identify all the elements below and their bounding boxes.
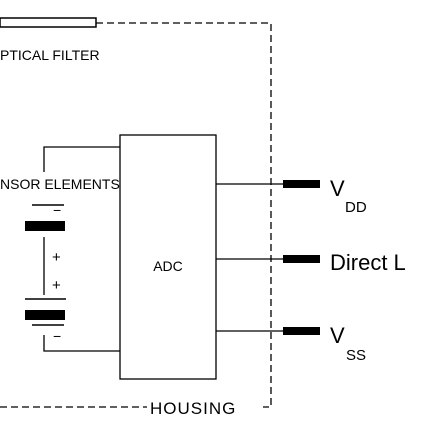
adc-label: ADC — [153, 258, 183, 274]
sensor-minus-label: − — [53, 202, 61, 218]
direct-pin — [283, 255, 320, 263]
sensor-plus-label: + — [52, 277, 61, 294]
vdd-label-main: V — [330, 176, 345, 201]
sensor-plate-filled — [25, 221, 65, 231]
direct-label: Direct L — [330, 250, 406, 275]
vss-label-sub: SS — [346, 347, 366, 364]
sensor-minus-label: − — [53, 328, 61, 344]
optical-filter-bar — [0, 17, 97, 28]
vdd-pin — [283, 180, 320, 188]
sensor-wire-top — [43, 146, 120, 172]
adc-block — [119, 134, 217, 380]
sensor-wire-bottom — [43, 335, 120, 352]
housing-label: HOUSING — [150, 399, 236, 418]
optical-filter-label: PTICAL FILTER — [0, 47, 100, 63]
sensor-plus-label: + — [52, 249, 61, 266]
vss-pin — [283, 327, 320, 335]
sensor-plate-filled — [25, 310, 65, 320]
sensor-elements-label: NSOR ELEMENTS — [0, 176, 120, 192]
vss-label-main: V — [330, 323, 345, 348]
vdd-label-sub: DD — [345, 199, 367, 216]
housing-outline — [96, 22, 272, 408]
